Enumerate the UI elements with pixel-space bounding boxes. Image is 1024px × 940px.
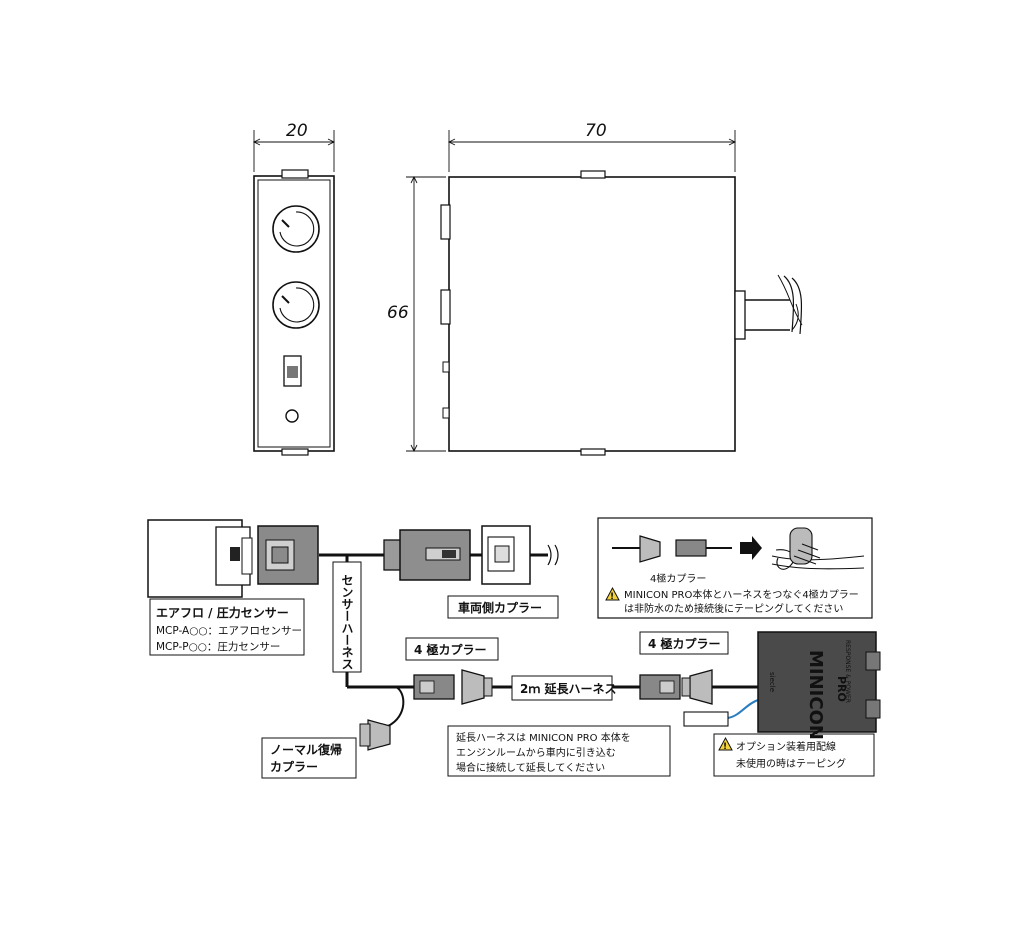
coupler-4-left-label: 4 極カプラー — [414, 642, 487, 657]
device-pro: PRO — [835, 676, 848, 702]
option-terminal — [683, 711, 729, 727]
mcp-a-label: MCP-A○○：エアフロセンサー — [156, 625, 302, 637]
inset-note-line2: は非防水のため接続後にテーピングしてください — [624, 602, 843, 615]
svg-text:!: ! — [610, 592, 614, 602]
normal-return-line2: カプラー — [270, 759, 318, 774]
dim-width-side-label: 20 — [286, 121, 308, 141]
normal-return-coupler — [359, 719, 391, 751]
svg-text:!: ! — [723, 742, 727, 752]
ext-note-line2: エンジンルームから車内に引き込む — [456, 746, 616, 759]
extension-label: 2ｍ 延長ハーネス — [520, 681, 617, 696]
dim-width-side — [252, 130, 336, 172]
knob-bottom-icon — [272, 281, 320, 329]
dim-height-label: 66 — [387, 303, 409, 323]
normal-return-line1: ノーマル復帰 — [270, 742, 342, 757]
ext-note-line1: 延長ハーネスは MINICON PRO 本体を — [456, 731, 631, 744]
inset-couplers — [612, 535, 732, 563]
airflow-title: エアフロ / 圧力センサー — [156, 605, 289, 620]
front-view — [440, 170, 803, 456]
device-brand: MINICON — [805, 650, 826, 740]
inset-warning-icon: ! — [605, 586, 620, 602]
arrow-right-icon — [740, 536, 762, 560]
taped-coupler-icon — [771, 527, 865, 570]
side-view — [253, 169, 335, 456]
option-line2: 未使用の時はテーピング — [736, 757, 846, 770]
dim-width-front-label: 70 — [585, 121, 607, 141]
return-wire — [387, 686, 405, 727]
coupler-pair-left — [413, 669, 493, 705]
dim-height — [406, 175, 446, 453]
minicon-device: MINICON PRO RESPONSE & POWER siecle — [757, 631, 881, 740]
sensor-coupler — [257, 525, 319, 585]
device-tagline: RESPONSE & POWER — [844, 640, 851, 703]
vehicle-coupler-label: 車両側カプラー — [458, 600, 542, 615]
knob-top-icon — [272, 205, 320, 253]
sensor-harness-label: センサーハーネス — [340, 574, 354, 670]
airflow-sensor — [147, 519, 253, 598]
inset-coupler-label: 4極カプラー — [650, 572, 706, 585]
switch-icon — [283, 355, 302, 387]
dim-width-front — [447, 130, 737, 172]
option-line1: オプション装着用配線 — [736, 740, 836, 753]
mcp-p-label: MCP-P○○：圧力センサー — [156, 640, 280, 653]
ext-note-line3: 場合に接続して延長してください — [456, 761, 605, 774]
led-icon — [285, 409, 299, 423]
device-maker: siecle — [768, 672, 776, 692]
option-wire — [727, 699, 759, 719]
coupler-4-right-label: 4 極カプラー — [648, 636, 721, 651]
coupler-pair-right — [639, 669, 713, 705]
inline-connector — [383, 529, 471, 581]
inset-note-line1: MINICON PRO本体とハーネスをつなぐ4極カプラー — [624, 588, 859, 601]
vehicle-coupler — [481, 525, 531, 585]
option-warning-icon: ! — [718, 736, 733, 752]
